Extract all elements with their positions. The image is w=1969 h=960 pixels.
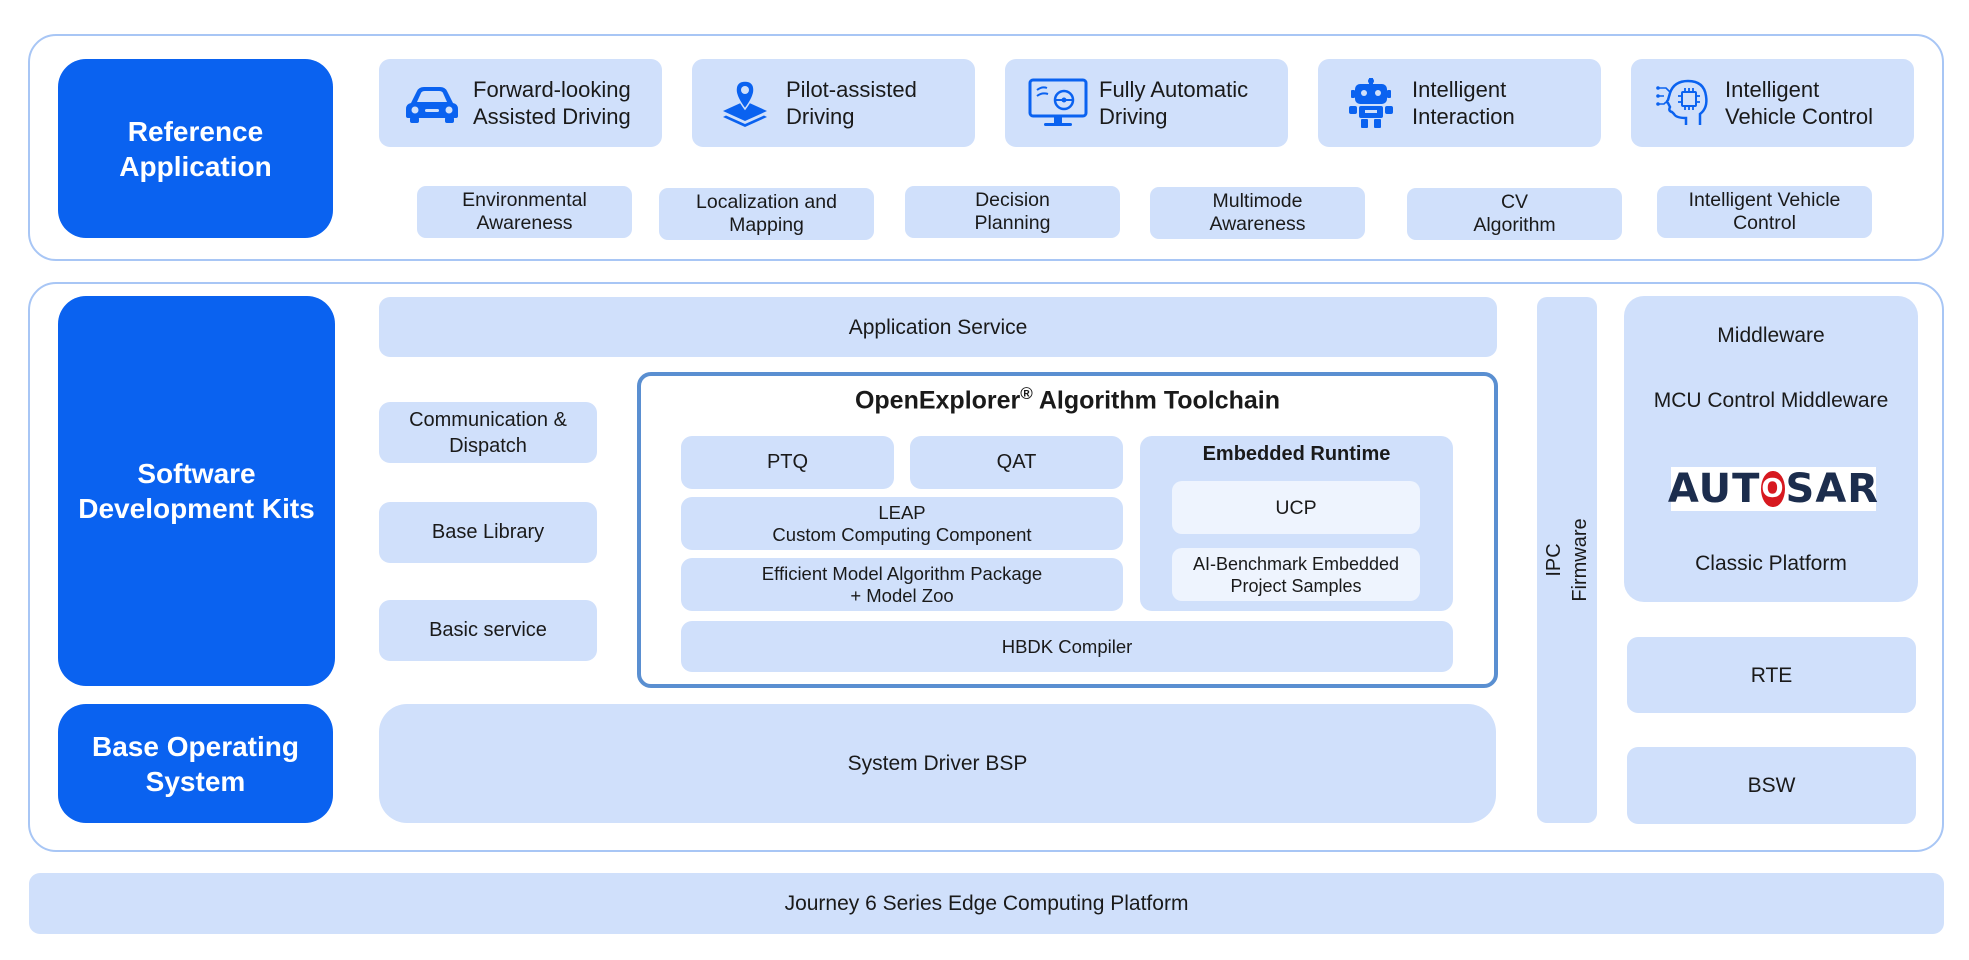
app-tile-forward-looking: Forward-looking Assisted Driving xyxy=(379,59,662,147)
bsw-box: BSW xyxy=(1627,747,1916,824)
ipc-firmware: IPC Firmware xyxy=(1537,297,1597,823)
embedded-runtime-title: Embedded Runtime xyxy=(1202,443,1391,465)
middleware-box xyxy=(1624,296,1918,602)
base-os-title: Base Operating System xyxy=(58,704,333,823)
middleware-title: Middleware xyxy=(1717,324,1825,347)
robot-icon xyxy=(1340,75,1402,131)
sdk-title: Software Development Kits xyxy=(58,296,335,686)
toolchain-title-main: OpenExplorer xyxy=(854,386,1021,415)
app-tile-pilot-assisted: Pilot-assisted Driving xyxy=(692,59,975,147)
efficient-model-package-box: Efficient Model Algorithm Package + Mode… xyxy=(681,558,1123,611)
reference-application-title: Reference Application xyxy=(58,59,333,238)
module-decision-planning: Decision Planning xyxy=(905,186,1120,238)
app-tile-intelligent-interaction: Intelligent Interaction xyxy=(1318,59,1601,147)
edge-computing-platform: Journey 6 Series Edge Computing Platform xyxy=(29,873,1944,934)
car-icon xyxy=(401,75,463,131)
toolchain-title: OpenExplorer® Algorithm Toolchain xyxy=(637,384,1498,418)
module-cv-algorithm: CV Algorithm xyxy=(1407,188,1622,240)
basic-service: Basic service xyxy=(379,600,597,661)
app-label: Intelligent Vehicle Control xyxy=(1725,77,1873,129)
app-label: Fully Automatic Driving xyxy=(1099,77,1249,129)
ptq-box: PTQ xyxy=(681,436,894,489)
classic-platform: Classic Platform xyxy=(1695,552,1847,575)
module-localization-and-mapping: Localization and Mapping xyxy=(659,188,874,240)
location-pin-icon xyxy=(714,75,776,131)
ipc-firmware-label: IPC Firmware xyxy=(1543,518,1591,602)
system-driver-bsp: System Driver BSP xyxy=(379,704,1496,823)
app-tile-fully-automatic: Fully Automatic Driving xyxy=(1005,59,1288,147)
base-library: Base Library xyxy=(379,502,597,563)
mcu-control-middleware: MCU Control Middleware xyxy=(1653,389,1889,412)
head-chip-icon xyxy=(1653,75,1715,131)
ai-benchmark-box: AI-Benchmark Embedded Project Samples xyxy=(1172,548,1420,601)
qat-box: QAT xyxy=(910,436,1123,489)
leap-box: LEAP Custom Computing Component xyxy=(681,497,1123,550)
communication-dispatch: Communication & Dispatch xyxy=(379,402,597,463)
hbdk-compiler-box: HBDK Compiler xyxy=(681,621,1453,672)
application-service: Application Service xyxy=(379,297,1497,357)
app-label: Pilot-assisted Driving xyxy=(786,77,917,129)
module-environmental-awareness: Environmental Awareness xyxy=(417,186,632,238)
app-tile-intelligent-vehicle-control: Intelligent Vehicle Control xyxy=(1631,59,1914,147)
toolchain-title-rest: Algorithm Toolchain xyxy=(1032,386,1281,415)
rte-box: RTE xyxy=(1627,637,1916,713)
app-label: Forward-looking Assisted Driving xyxy=(473,77,631,129)
ucp-box: UCP xyxy=(1172,481,1420,534)
module-intelligent-vehicle-control: Intelligent Vehicle Control xyxy=(1657,186,1872,238)
monitor-steering-icon xyxy=(1027,75,1089,131)
app-label: Intelligent Interaction xyxy=(1412,77,1515,129)
registered-mark: ® xyxy=(1020,384,1033,403)
module-multimode-awareness: Multimode Awareness xyxy=(1150,187,1365,239)
